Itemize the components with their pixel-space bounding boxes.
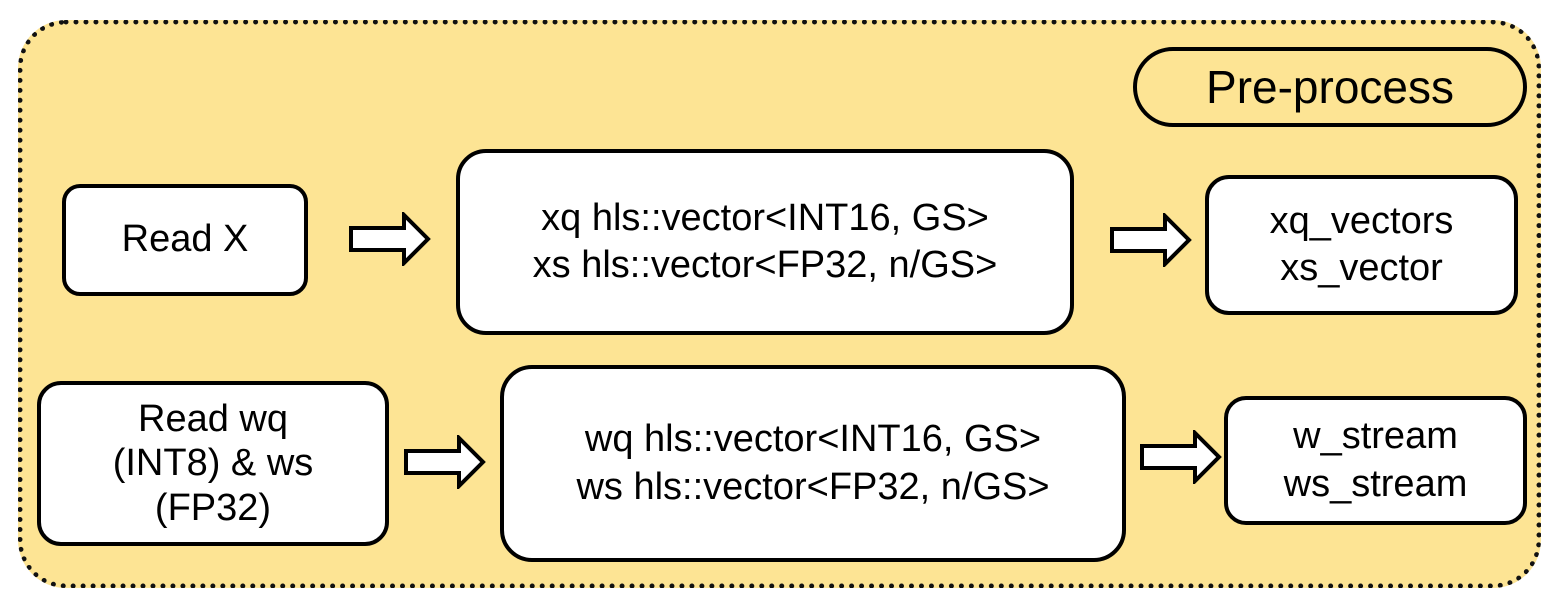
w-vectors-box: wq hls::vector<INT16, GS> ws hls::vector… <box>500 365 1126 562</box>
wq-vector-line: wq hls::vector<INT16, GS> <box>584 418 1042 461</box>
ws-vector-line: ws hls::vector<FP32, n/GS> <box>576 465 1050 508</box>
ws-stream-label: ws_stream <box>1283 462 1468 505</box>
pre-process-label: Pre-process <box>1133 47 1527 127</box>
arrow-right-icon <box>1140 430 1222 484</box>
arrow-right-icon <box>349 212 431 266</box>
xs-vector-label: xs_vector <box>1280 247 1443 289</box>
w-output-box: w_stream ws_stream <box>1224 396 1527 525</box>
arrow-right-icon <box>1110 213 1192 267</box>
read-x-label: Read X <box>121 218 249 261</box>
xq-vectors-label: xq_vectors <box>1269 199 1454 242</box>
x-output-box: xq_vectors xs_vector <box>1205 175 1518 315</box>
read-x-box: Read X <box>62 184 308 296</box>
x-vectors-box: xq hls::vector<INT16, GS> xs hls::vector… <box>456 149 1074 335</box>
fp32-line: (FP32) <box>154 486 272 529</box>
read-wq-ws-box: Read wq (INT8) & ws (FP32) <box>37 381 389 546</box>
xq-vector-line: xq hls::vector<INT16, GS> <box>541 196 989 239</box>
xs-vector-line: xs hls::vector<FP32, n/GS> <box>532 244 998 286</box>
w-stream-label: w_stream <box>1293 415 1458 458</box>
arrow-right-icon <box>404 435 486 489</box>
int8-ws-line: (INT8) & ws <box>112 442 314 485</box>
pre-process-label-text: Pre-process <box>1206 61 1454 113</box>
read-wq-line: Read wq <box>138 397 288 440</box>
